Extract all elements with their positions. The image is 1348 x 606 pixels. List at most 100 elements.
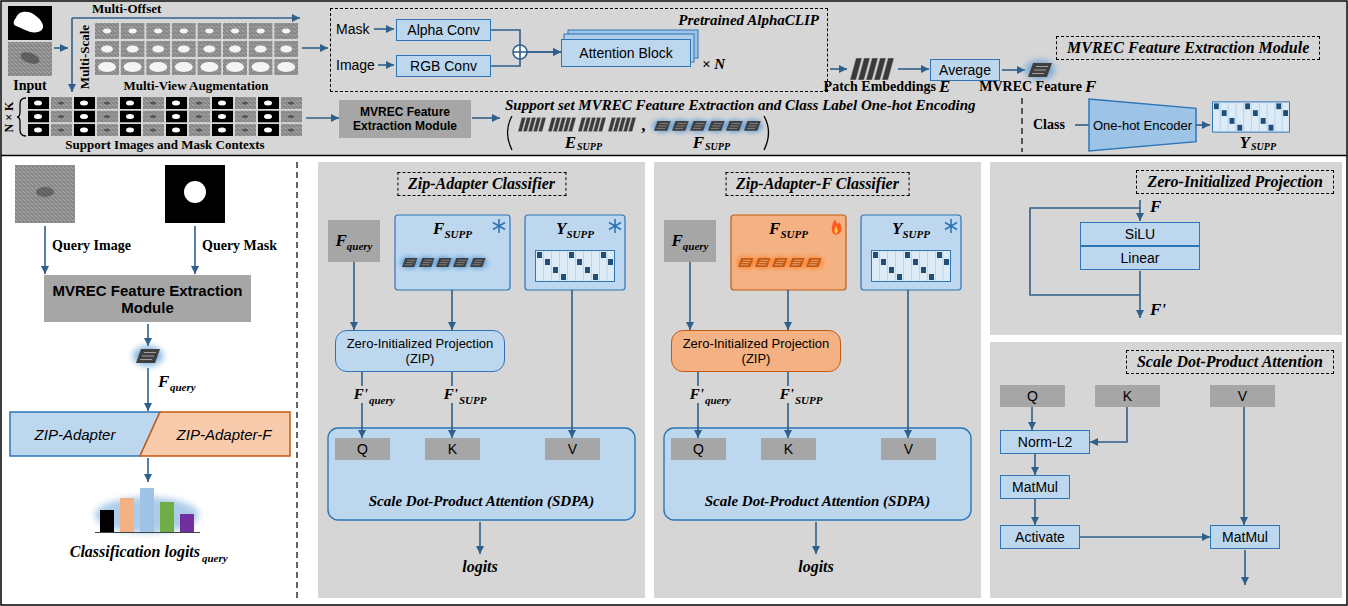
multi-view-grid [249, 59, 273, 75]
patch-embedding-icon [850, 58, 894, 80]
math-subscript: query [705, 394, 731, 406]
math-symbol: F' [690, 386, 704, 403]
key-box: K [761, 438, 816, 460]
multi-view-grid [146, 23, 170, 39]
connector-arrow [697, 372, 699, 438]
box-text: MVREC Feature Extraction Module [48, 282, 247, 316]
panel-grounds [2, 2, 1346, 155]
brace [764, 116, 769, 150]
flow-arrow [147, 458, 149, 482]
one-hot-grid [1212, 102, 1289, 132]
norm-box: Norm-L2 [1000, 430, 1090, 454]
box-text: ZIP-Adapter-F [177, 426, 272, 443]
support-images [212, 111, 233, 123]
support-images [97, 124, 118, 136]
flow-arrow [479, 522, 481, 554]
flow-arrow [898, 68, 929, 70]
support-images [74, 97, 95, 109]
flow-arrow [1002, 69, 1025, 71]
flow-arrow [472, 117, 500, 119]
symbol-group: Fquery [671, 231, 708, 252]
query-box: Q [671, 438, 726, 460]
feature-icon [1025, 60, 1055, 80]
activation-box: Activate [1000, 525, 1080, 549]
brace [17, 98, 26, 136]
adapter-half: ZIP-Adapter-F [140, 412, 290, 456]
patch-embedding-icon [850, 58, 894, 80]
connector-arrow [1031, 407, 1033, 430]
input-images [14, 12, 43, 33]
repeat-label: × N [702, 56, 725, 73]
support-feature-box-fill [861, 215, 961, 290]
matmul-box: MatMul [1210, 525, 1280, 549]
connector-arrow [907, 290, 909, 438]
attention-panel: QKVNorm-L2MatMulActivateMatMulScale Dot-… [990, 342, 1342, 598]
support-embeddings [518, 118, 546, 132]
connector-arrow [1034, 454, 1036, 475]
value-box: V [881, 438, 936, 460]
support-feature-box-fill [736, 256, 756, 269]
math-symbol: F [158, 372, 169, 392]
brace [508, 116, 513, 150]
feature-icon [133, 346, 163, 366]
box-text: Norm-L2 [1018, 434, 1072, 450]
symbol-group: FSUPP [769, 219, 808, 240]
support-images [212, 97, 233, 109]
support-embeddings [652, 119, 673, 133]
axis-label: Multi-Scale [77, 25, 93, 89]
symbol-group: Fquery [335, 231, 372, 252]
projection-box: Zero-Initialized Projection (ZIP) [671, 330, 841, 372]
query-box: Q [335, 438, 390, 460]
multi-view-grid [172, 59, 196, 75]
box-text: Scale Dot-Product Attention (SDPA) [369, 493, 594, 510]
attention-block: Attention Block [561, 39, 691, 67]
support-embeddings [670, 119, 691, 133]
math-subscript: query [347, 240, 373, 252]
panel-grounds [1021, 98, 1022, 152]
projection-box: Zero-Initialized Projection (ZIP) [335, 330, 505, 372]
multi-view-grid [249, 23, 273, 39]
support-embeddings [706, 119, 727, 133]
activation-box: SiLU [1080, 222, 1200, 246]
math-symbol: F [1085, 77, 1096, 97]
multi-view-grid [146, 59, 170, 75]
symbol-group: YSUPP [556, 219, 594, 240]
box-text: Attention Block [579, 45, 672, 61]
flow-arrow [44, 226, 46, 274]
conv-box: Alpha Conv [396, 19, 491, 41]
connector-arrow [451, 290, 453, 330]
connector-arrow [787, 372, 789, 438]
connector-arrow [1090, 407, 1127, 442]
box-text: MVREC Feature Extraction Module [343, 105, 467, 133]
panel-title: Scale Dot-Product Attention [1126, 350, 1334, 374]
support-images [235, 124, 256, 136]
sum-symbol [513, 45, 527, 59]
box-text: Q [1027, 388, 1038, 404]
encoder-trapezoid-outline [1089, 99, 1196, 151]
math-symbol: F [769, 219, 780, 239]
connector-arrow [361, 372, 363, 438]
support-images [166, 124, 187, 136]
axis-label: Multi-Offset [92, 1, 161, 17]
multi-view-grid [121, 41, 145, 57]
support-feature-box-fill [468, 256, 488, 269]
value-box: V [545, 438, 600, 460]
sum-symbol [513, 45, 527, 59]
flow-arrow [830, 68, 847, 70]
encoder-group: Alpha ConvRGB ConvAttention BlockPretrai… [330, 8, 828, 92]
logit-bars [100, 510, 114, 532]
multi-view-grid [172, 41, 196, 57]
math-subscript: SUPP [902, 228, 930, 240]
support-feature-box-fill [328, 428, 635, 520]
support-feature-box-fill [664, 428, 971, 520]
connector-arrow [451, 372, 453, 438]
box-text: K [784, 441, 793, 457]
box-text: RGB Conv [410, 58, 477, 74]
feature-icon [133, 60, 1055, 366]
support-feature-box-fill [417, 256, 437, 269]
support-images [74, 111, 95, 123]
panel-title: Zero-Initialized Projection [1136, 170, 1334, 194]
symbol-group: YSUPP [892, 219, 930, 240]
linear-box: Linear [1080, 246, 1200, 270]
